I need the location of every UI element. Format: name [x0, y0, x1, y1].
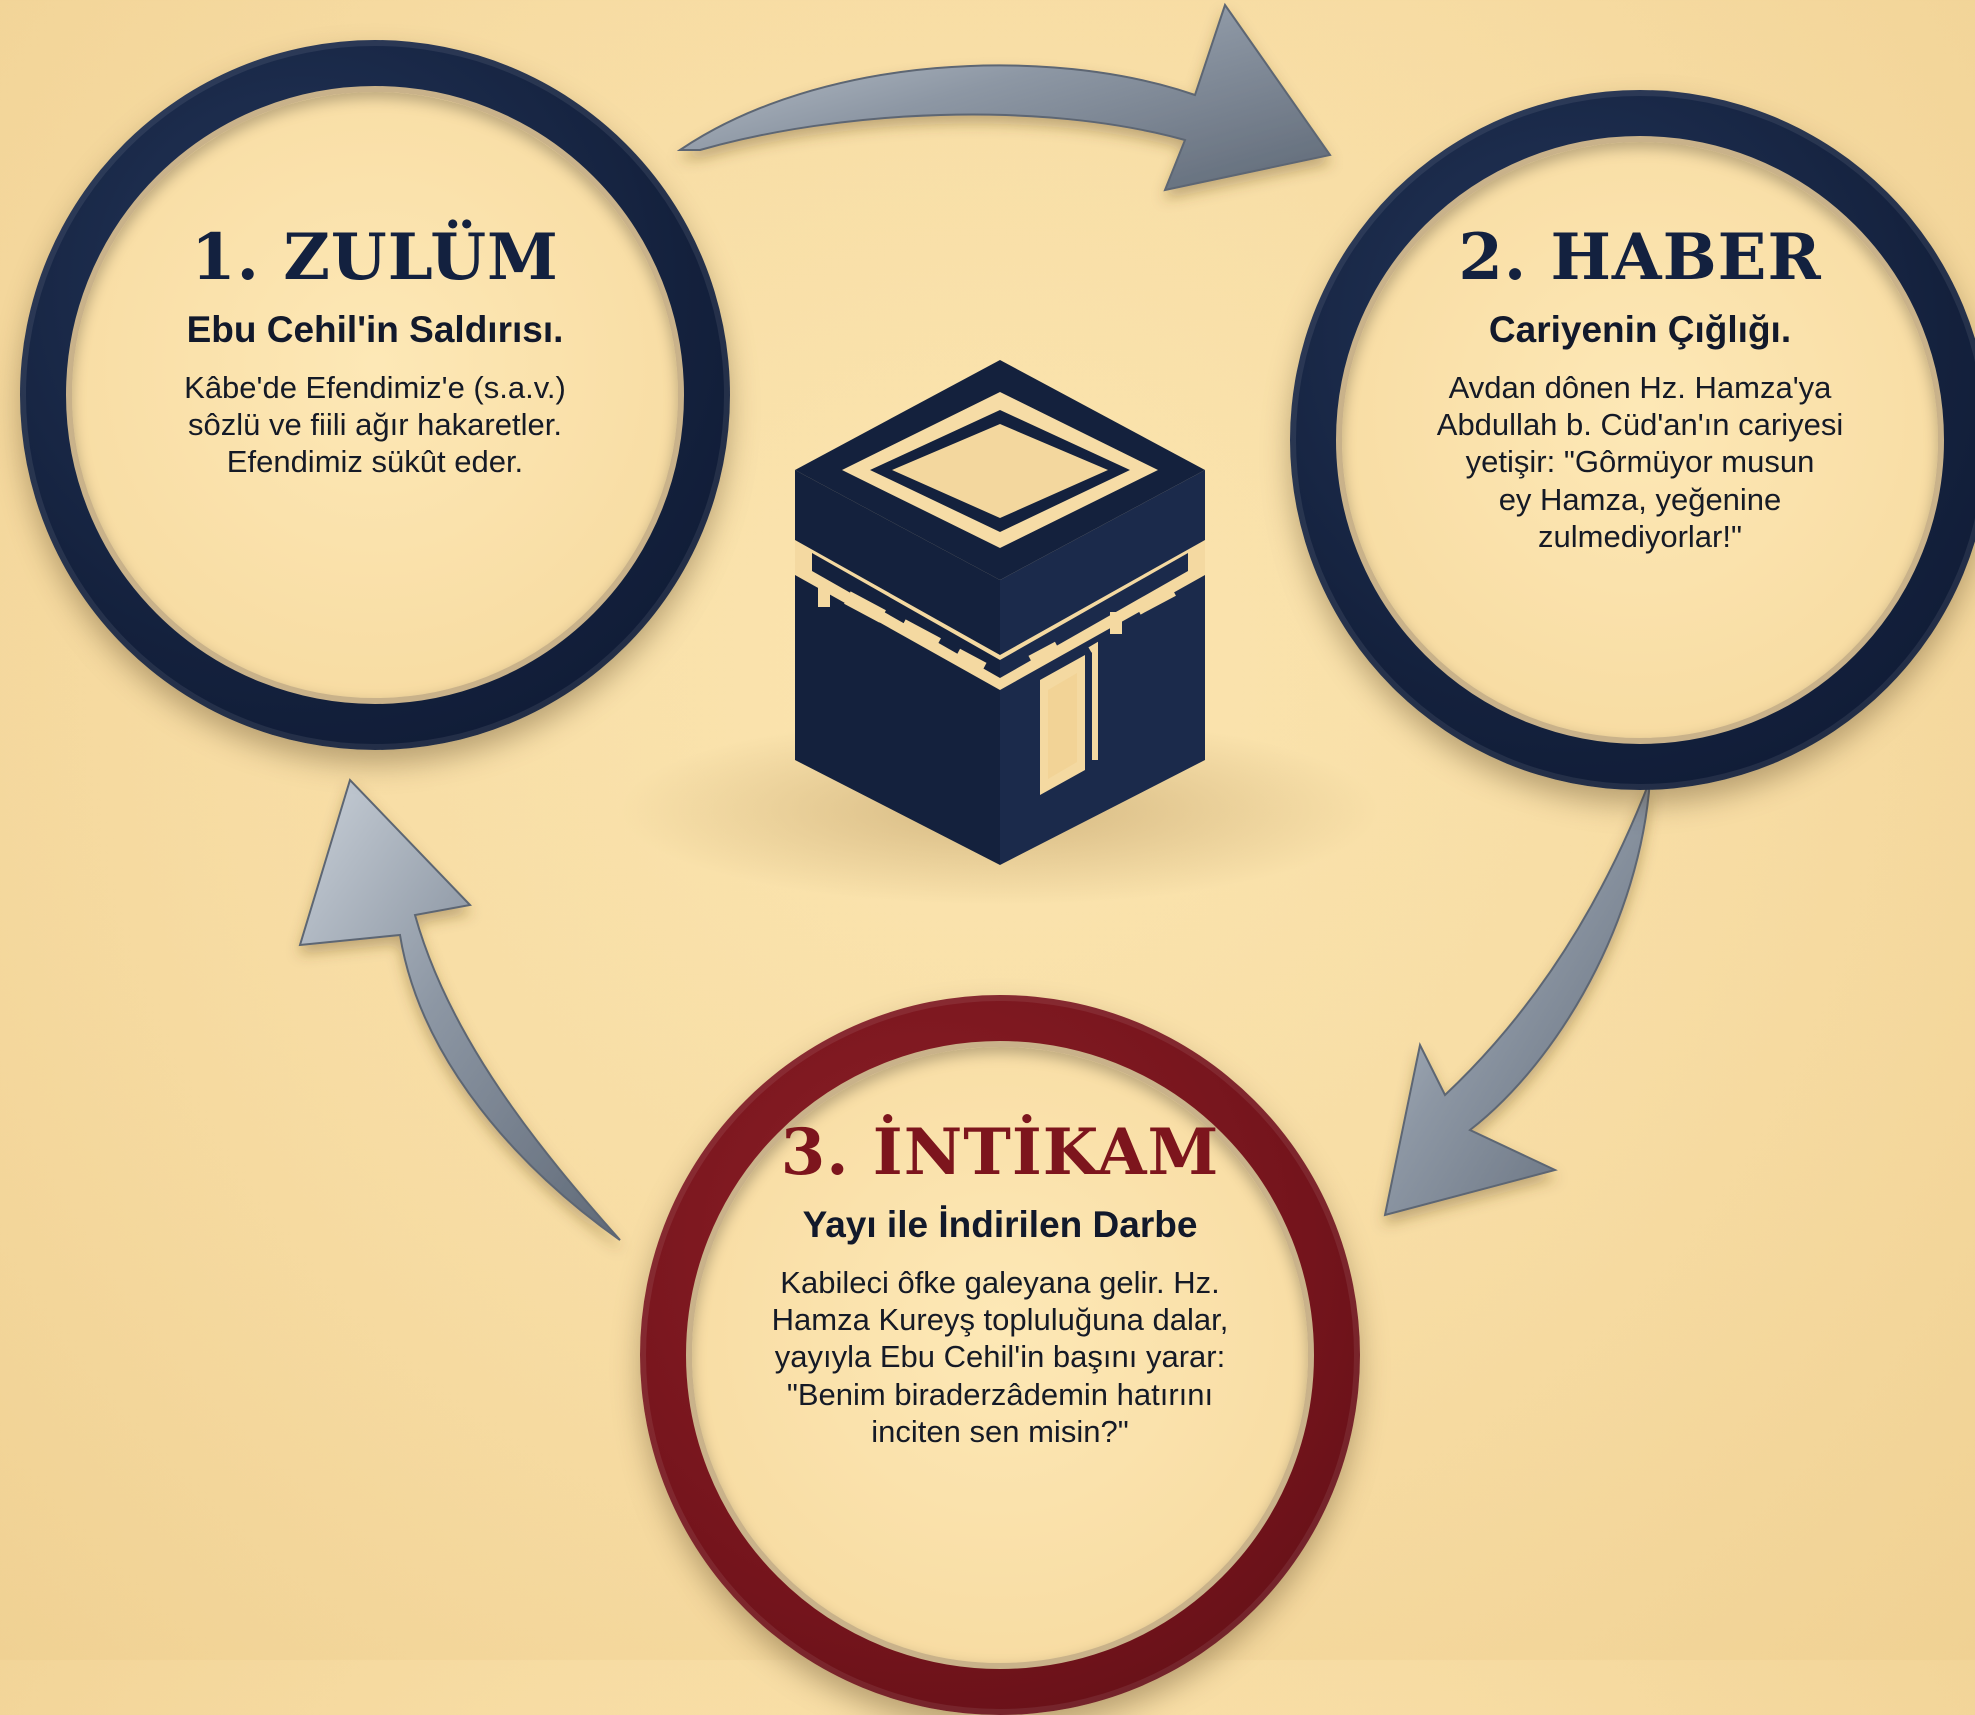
arrow-1-to-2 [676, 2, 1332, 192]
arrow-2-to-3 [1383, 779, 1651, 1217]
cycle-diagram: 1. ZULÜM Ebu Cehil'in Saldırısı. Kâbe'de… [20, 2, 1975, 1715]
step-1-word: ZULÜM [283, 220, 559, 295]
kaaba-icon [795, 360, 1205, 865]
step-1-title: 1. ZULÜM [20, 220, 730, 295]
step-2-body-line: yetişir: "Gôrmüyor musun [1465, 444, 1815, 480]
step-2-body-line: ey Hamza, yeğenine [1498, 481, 1782, 517]
step-3-word: İNTİKAM [872, 1115, 1220, 1190]
step-3-subtitle: Yayı ile İndirilen Darbe [802, 1204, 1198, 1245]
step-2-inner [1336, 136, 1944, 744]
arrow-3-to-1 [298, 778, 621, 1241]
step-1-inner [66, 86, 684, 704]
step-3-number: 3. [780, 1115, 850, 1190]
step-2-subtitle: Cariyenin Çığlığı. [1488, 309, 1792, 350]
step-3-content: 3. İNTİKAM Yayı ile İndirilen Darbe Kabi… [640, 1115, 1360, 1450]
step-3-body-line: inciten sen misin?" [871, 1413, 1129, 1449]
diagram-graphics [298, 2, 1651, 1241]
step-2-body-line: Avdan dônen Hz. Hamza'ya [1448, 370, 1832, 405]
step-3-title: 3. İNTİKAM [640, 1115, 1360, 1190]
step-3-inner [686, 1041, 1314, 1669]
step-3-circle: 3. İNTİKAM Yayı ile İndirilen Darbe Kabi… [640, 995, 1360, 1715]
step-2-circle: 2. HABER Cariyenin Çığlığı. Avdan dônen … [1290, 90, 1975, 790]
step-2-body: Avdan dônen Hz. Hamza'ya Abdullah b. Cüd… [1290, 369, 1975, 555]
step-1-number: 1. [191, 220, 260, 295]
step-2-content: 2. HABER Cariyenin Çığlığı. Avdan dônen … [1290, 220, 1975, 555]
step-3-body-line: yayıyla Ebu Cehil'in başını yarar: [774, 1339, 1226, 1375]
step-1-subtitle: Ebu Cehil'in Saldırısı. [186, 309, 564, 350]
step-2-number: 2. [1458, 220, 1528, 295]
step-2-word: HABER [1550, 220, 1822, 295]
step-1-circle: 1. ZULÜM Ebu Cehil'in Saldırısı. Kâbe'de… [20, 40, 730, 750]
step-1-body-line: Kâbe'de Efendimiz'e (s.a.v.) [184, 370, 566, 405]
step-1-content: 1. ZULÜM Ebu Cehil'in Saldırısı. Kâbe'de… [20, 220, 730, 481]
step-3-body-line: "Benim biraderzâdemin hatırını [786, 1376, 1214, 1412]
step-2-body-line: Abdullah b. Cüd'an'ın cariyesi [1436, 407, 1844, 443]
step-3-body-line: Kabileci ôfke galeyana gelir. Hz. [780, 1265, 1220, 1300]
step-2-title: 2. HABER [1290, 220, 1975, 295]
step-3-body: Kabileci ôfke galeyana gelir. Hz. Hamza … [640, 1264, 1360, 1450]
step-1-body-line: Efendimiz sükût eder. [226, 444, 524, 480]
step-3-body-line: Hamza Kureyş topluluğuna dalar, [771, 1302, 1229, 1338]
step-1-body-line: sôzlü ve fiili ağır hakaretler. [188, 407, 562, 443]
step-1-body: Kâbe'de Efendimiz'e (s.a.v.) sôzlü ve fi… [20, 369, 730, 481]
step-2-body-line: zulmediyorlar!" [1538, 518, 1742, 554]
